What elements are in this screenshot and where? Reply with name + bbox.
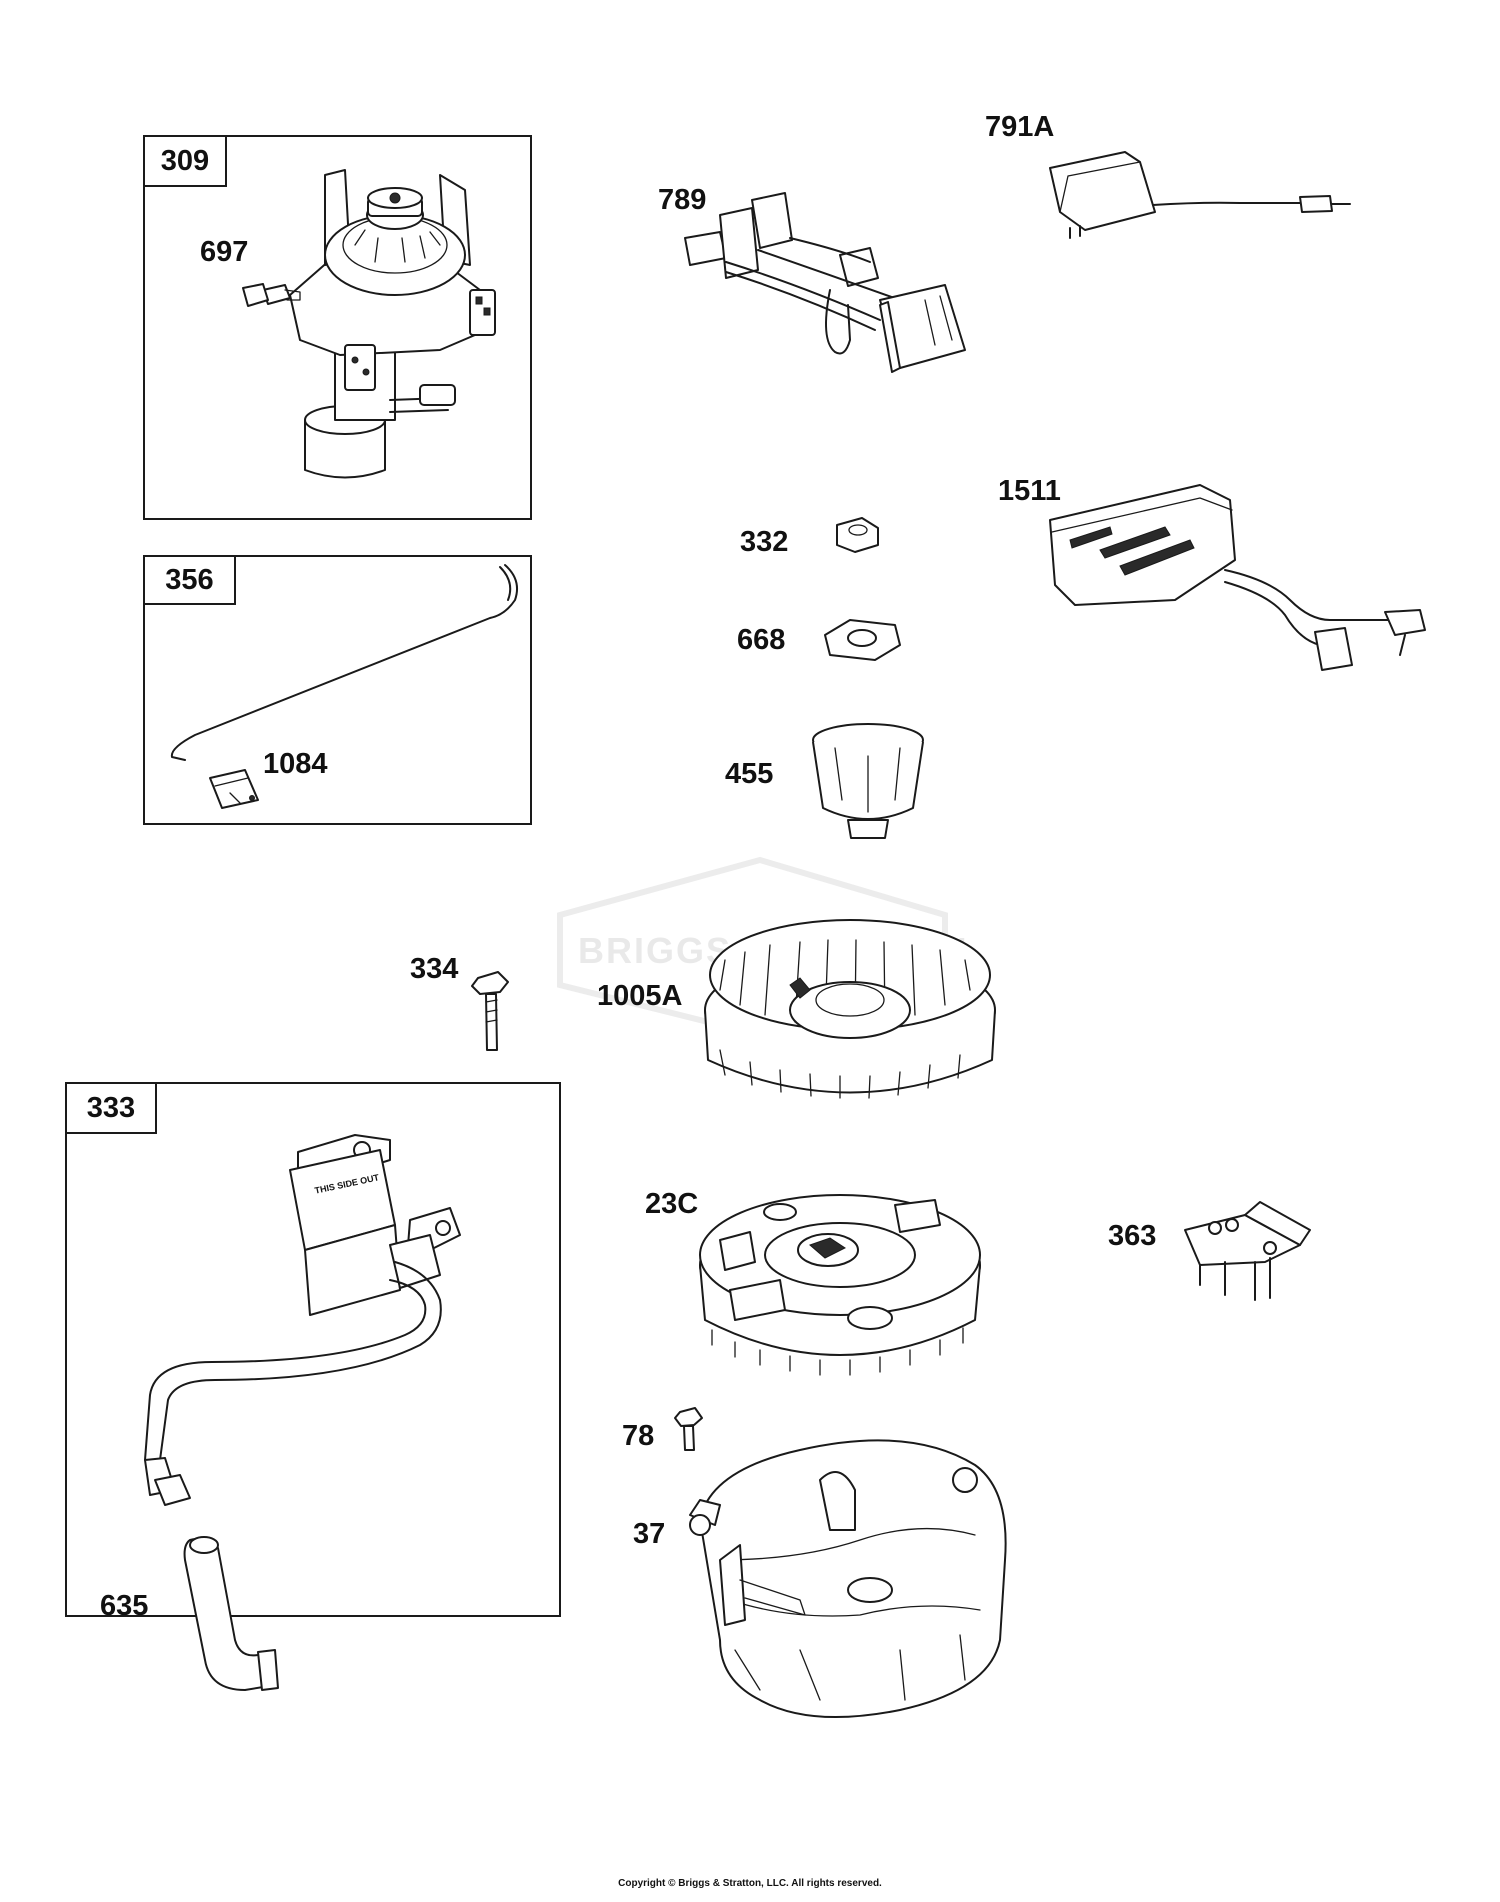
callout-668: 668 [737, 624, 786, 656]
blower-housing-drawing [690, 1440, 1006, 1717]
ignition-coil-drawing [145, 1135, 460, 1690]
callout-455: 455 [725, 758, 774, 790]
callout-697: 697 [200, 236, 249, 268]
callout-78: 78 [622, 1420, 655, 1452]
callout-23C: 23C [645, 1188, 699, 1220]
group-tag-309: 309 [143, 135, 227, 187]
group-box-333 [65, 1082, 561, 1617]
battery-charger-drawing [1050, 152, 1350, 238]
washer-668-drawing [825, 620, 900, 660]
bracket-363-drawing [1185, 1202, 1310, 1300]
nut-332-drawing [837, 518, 878, 552]
wire-harness-drawing [685, 193, 965, 372]
flywheel-fan-drawing [705, 920, 995, 1098]
charging-module-drawing [1050, 485, 1425, 670]
group-box-356 [143, 555, 532, 825]
callout-635: 635 [100, 1590, 149, 1622]
callout-791A: 791A [985, 111, 1055, 143]
group-tag-333: 333 [65, 1082, 157, 1134]
callout-332: 332 [740, 526, 789, 558]
callout-1005A: 1005A [597, 980, 683, 1012]
copyright-notice: Copyright © Briggs & Stratton, LLC. All … [618, 1878, 882, 1889]
flywheel-drawing [700, 1195, 980, 1375]
group-tag-356: 356 [143, 555, 236, 605]
bolt-334-drawing [472, 972, 508, 1050]
callout-1084: 1084 [263, 748, 328, 780]
callout-37: 37 [633, 1518, 666, 1550]
group-box-309 [143, 135, 532, 520]
ground-wire-drawing [172, 565, 517, 808]
screw-78-drawing [675, 1408, 702, 1450]
callout-1511: 1511 [998, 475, 1061, 507]
callout-363: 363 [1108, 1220, 1157, 1252]
callout-334: 334 [410, 953, 459, 985]
callout-789: 789 [658, 184, 707, 216]
starter-motor-drawing [243, 170, 495, 478]
starter-cup-drawing [813, 724, 923, 838]
